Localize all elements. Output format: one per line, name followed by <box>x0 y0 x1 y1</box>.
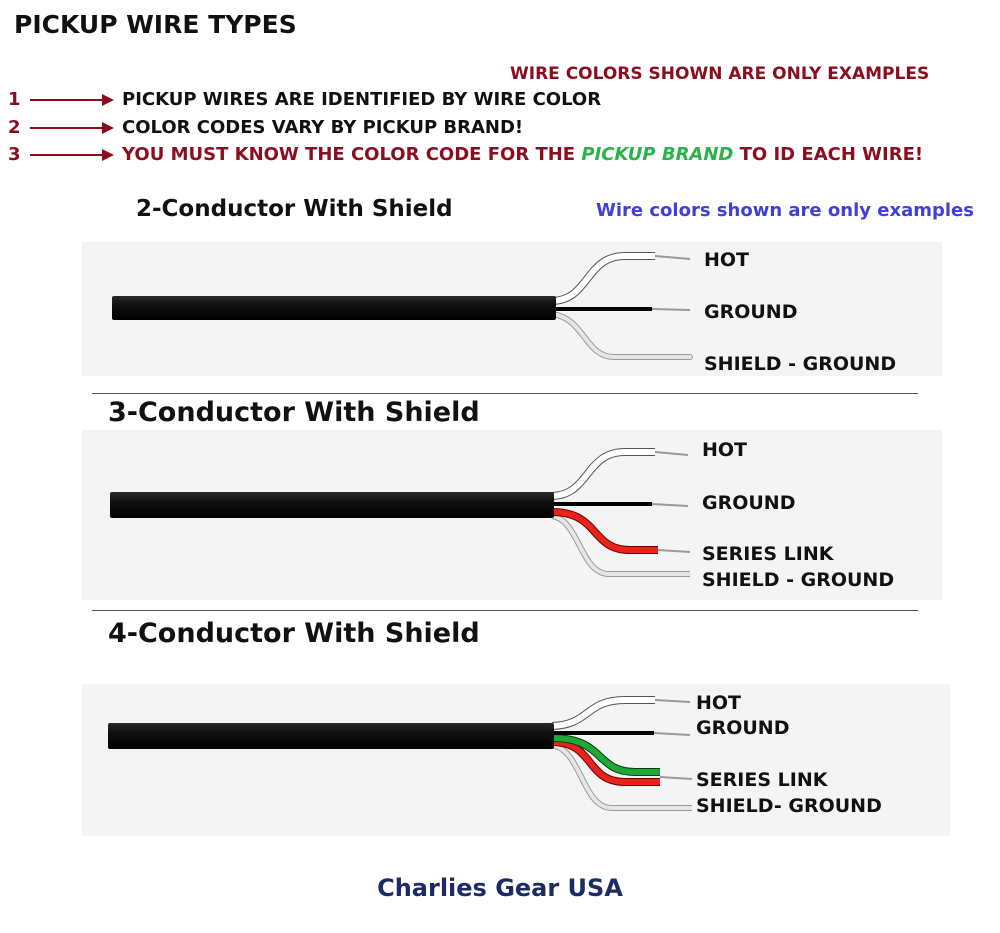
wire-shield <box>551 742 692 811</box>
wire-shield <box>551 514 690 577</box>
wire-hot <box>551 449 655 499</box>
note-number: 1 <box>8 89 21 110</box>
wire-label-hot: HOT <box>696 692 742 714</box>
wire-shield <box>551 743 692 810</box>
diagram-4-conductor <box>108 696 693 811</box>
section-divider <box>92 393 918 394</box>
section-divider <box>92 610 918 611</box>
diagram-3-conductor <box>110 448 691 578</box>
wire-green <box>551 735 660 775</box>
wire-label-shield-ground: SHIELD - GROUND <box>704 353 897 375</box>
note-number: 2 <box>8 117 21 138</box>
page-title: PICKUP WIRE TYPES <box>14 10 297 39</box>
arrow-head-icon <box>102 94 114 106</box>
wire-ground-strand <box>653 732 691 736</box>
wire-hot <box>551 697 655 729</box>
wire-hot <box>551 253 655 304</box>
section-heading-3-conductor: 3-Conductor With Shield <box>108 397 480 428</box>
wire-ground-strand <box>651 503 689 507</box>
wire-hot-strand <box>654 699 691 703</box>
wire-label-shield-ground: SHIELD- GROUND <box>696 795 882 817</box>
cable-jacket <box>112 296 556 320</box>
examples-note-red: WIRE COLORS SHOWN ARE ONLY EXAMPLES <box>510 64 930 84</box>
wire-series <box>551 509 658 553</box>
wire-shield <box>549 311 693 361</box>
cable-jacket <box>110 492 554 518</box>
wire-label-hot: HOT <box>702 439 748 461</box>
wire-series <box>551 739 660 785</box>
diagram-panel <box>82 684 950 836</box>
footer-brand: Charlies Gear USA <box>377 874 623 902</box>
arrow-line-icon <box>30 99 102 101</box>
wire-label-hot: HOT <box>704 249 750 271</box>
arrow-head-icon <box>102 149 114 161</box>
note-1: 1 PICKUP WIRES ARE IDENTIFIED BY WIRE COL… <box>8 89 601 110</box>
wire-shield <box>551 513 690 578</box>
wire-label-ground: GROUND <box>704 301 798 323</box>
wire-label-ground: GROUND <box>696 717 790 739</box>
arrow-line-icon <box>30 127 102 129</box>
section-heading-2-conductor: 2-Conductor With Shield <box>136 196 453 222</box>
cable-jacket <box>108 723 554 749</box>
wire-hot-strand <box>654 451 689 456</box>
note-text: YOU MUST KNOW THE COLOR CODE FOR THE <box>122 144 582 165</box>
wire-label-shield-ground: SHIELD - GROUND <box>702 569 895 591</box>
wire-shield <box>550 312 692 360</box>
arrow-head-icon <box>102 122 114 134</box>
section-heading-4-conductor: 4-Conductor With Shield <box>108 618 480 649</box>
note-2: 2 COLOR CODES VARY BY PICKUP BRAND! <box>8 117 523 138</box>
wire-ground-strand <box>651 308 691 311</box>
pickup-brand-text: PICKUP BRAND <box>581 144 734 165</box>
note-text: PICKUP WIRES ARE IDENTIFIED BY WIRE COLO… <box>122 89 602 110</box>
wire-label-series-link: SERIES LINK <box>696 769 828 791</box>
wire-series-strand <box>657 549 691 553</box>
wire-label-ground: GROUND <box>702 492 796 514</box>
diagram-2-conductor <box>112 252 693 361</box>
wire-series-strand <box>659 776 693 780</box>
note-3: 3 YOU MUST KNOW THE COLOR CODE FOR THE PI… <box>8 144 923 165</box>
note-text-end: TO ID EACH WIRE! <box>733 144 924 165</box>
note-text: COLOR CODES VARY BY PICKUP BRAND! <box>122 117 524 138</box>
wire-label-series-link: SERIES LINK <box>702 543 834 565</box>
examples-note-blue: Wire colors shown are only examples <box>596 200 974 221</box>
arrow-line-icon <box>30 154 102 156</box>
note-number: 3 <box>8 144 21 165</box>
wire-hot-strand <box>654 255 691 260</box>
